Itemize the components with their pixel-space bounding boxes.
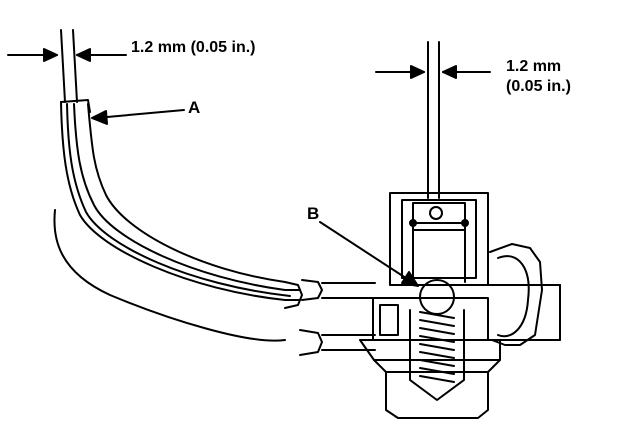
gauge-wire (427, 41, 440, 199)
clearance-label-left: 1.2 mm (0.05 in.) (131, 39, 256, 56)
dimension-right (375, 65, 491, 79)
pipe-a (53, 29, 376, 356)
leader-a (91, 109, 185, 125)
clearance-label-right-in: (0.05 in.) (506, 78, 571, 95)
dimension-left (7, 48, 127, 62)
valve-body (359, 192, 561, 419)
callout-b: B (307, 204, 320, 223)
callout-a: A (188, 98, 201, 117)
clearance-label-right-mm: 1.2 mm (506, 58, 562, 75)
leader-b (319, 221, 419, 287)
